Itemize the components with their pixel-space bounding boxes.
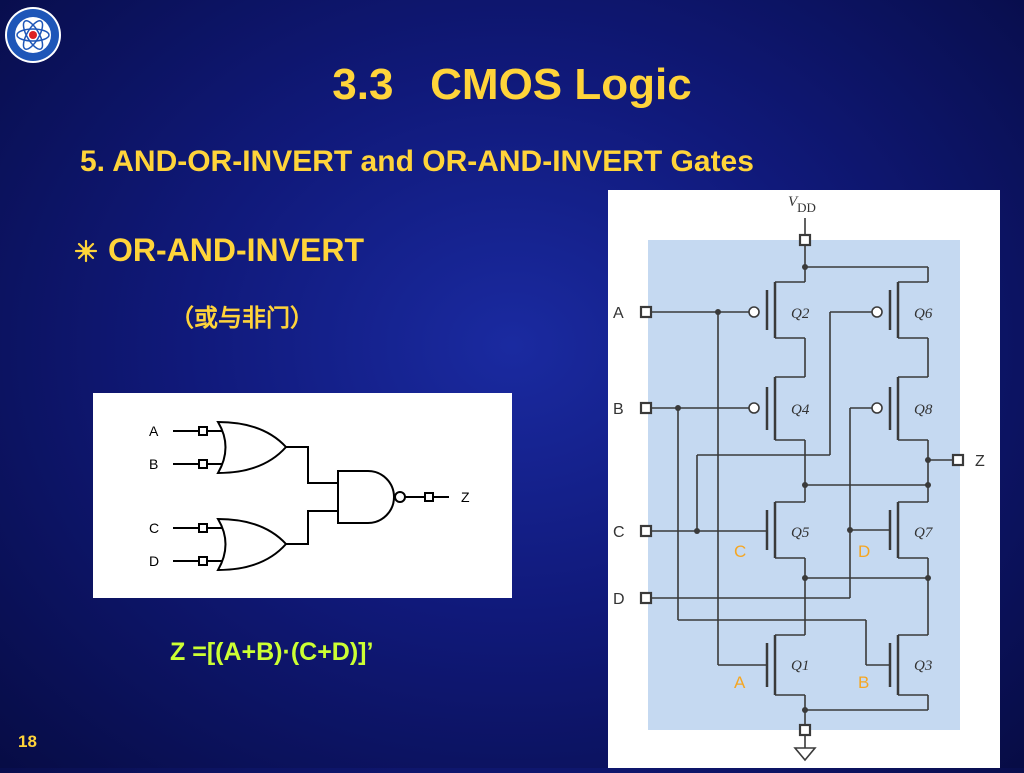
slide-title: 3.3 CMOS Logic — [332, 60, 692, 109]
or-gate-1 — [216, 420, 288, 475]
circuit-input-b: B — [613, 401, 624, 418]
vdd-label: VDD — [788, 194, 816, 215]
sunburst-bullet-icon — [74, 239, 98, 262]
label-q1: Q1 — [791, 658, 809, 674]
label-q8: Q8 — [914, 402, 933, 418]
or-gate-2 — [216, 517, 288, 572]
gate-input-b: B — [149, 456, 158, 472]
gate-input-d: D — [149, 553, 159, 569]
label-q5: Q5 — [791, 525, 810, 541]
label-q4: Q4 — [791, 402, 810, 418]
bullet-item: OR-AND-INVERT — [74, 232, 364, 269]
bullet-text: OR-AND-INVERT — [108, 232, 364, 268]
gate-label-b: B — [858, 673, 869, 692]
page-number: 18 — [18, 732, 37, 751]
gate-label-c: C — [734, 542, 746, 561]
label-q7: Q7 — [914, 525, 934, 541]
gate-output-z: Z — [461, 489, 470, 505]
gate-input-a: A — [149, 423, 159, 439]
nand-gate — [337, 470, 395, 524]
chinese-label: （或与非门） — [170, 304, 314, 332]
circuit-output-z: Z — [975, 453, 985, 470]
gate-label-d: D — [858, 542, 870, 561]
gate-diagram: A B C D Z — [93, 393, 512, 598]
label-q3: Q3 — [914, 658, 932, 674]
circuit-input-c: C — [613, 524, 625, 541]
circuit-input-d: D — [613, 591, 625, 608]
gate-label-a: A — [734, 673, 746, 692]
slide-subtitle: 5. AND-OR-INVERT and OR-AND-INVERT Gates — [80, 145, 754, 178]
cmos-circuit-diagram: VDD A B C D Z Q2 Q6 Q4 Q8 Q5 Q7 Q1 Q3 C … — [608, 190, 1000, 768]
gate-input-c: C — [149, 520, 159, 536]
university-logo — [5, 7, 61, 63]
formula: Z =[(A+B)·(C+D)]’ — [170, 638, 374, 666]
label-q6: Q6 — [914, 306, 933, 322]
label-q2: Q2 — [791, 306, 810, 322]
circuit-input-a: A — [613, 305, 624, 322]
